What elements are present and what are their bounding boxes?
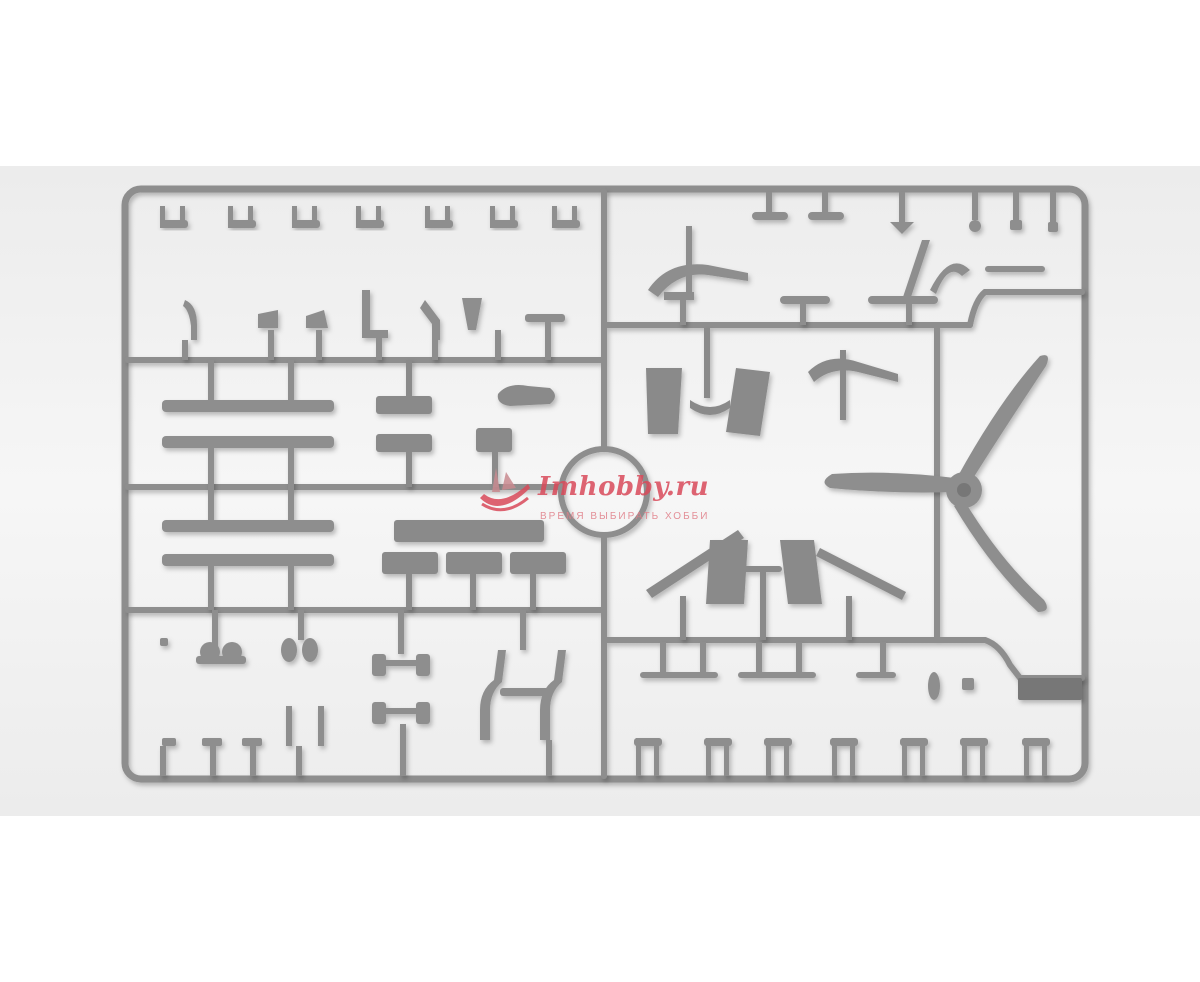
- propeller: [824, 355, 1048, 612]
- parts-row-top-left: [160, 206, 580, 228]
- parts-bottom-right: [634, 642, 1082, 776]
- parts-blocks: [376, 360, 566, 610]
- sprue-outer-frame: [121, 185, 1089, 783]
- parts-long-bars: [162, 360, 334, 610]
- photo-backdrop: [0, 166, 1200, 816]
- watermark-slogan: ВРЕМЯ ВЫБИРАТЬ ХОББИ: [540, 511, 710, 522]
- parts-top-right: [648, 192, 1058, 325]
- parts-small-brackets: [182, 290, 565, 360]
- parts-landing-gear: [160, 610, 566, 776]
- watermark-logo-icon: [480, 468, 530, 512]
- watermark-logo-text: Imhobby.ru: [538, 472, 710, 502]
- parts-flaps: [646, 328, 906, 640]
- watermark: Imhobby.ru ВРЕМЯ ВЫБИРАТЬ ХОББИ: [470, 458, 740, 528]
